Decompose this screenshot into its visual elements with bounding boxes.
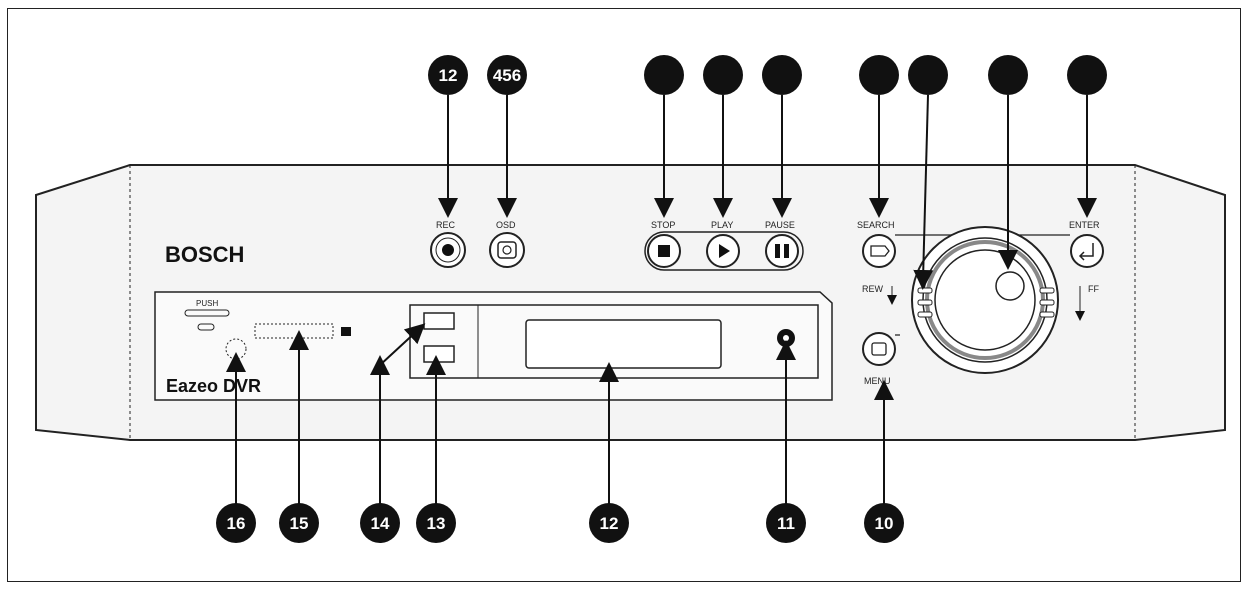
callout-top-4 <box>703 55 743 95</box>
callout-bottom-11-number: 11 <box>777 514 795 533</box>
callout-top-7 <box>908 55 948 95</box>
callout-top-9 <box>1067 55 1107 95</box>
play-button[interactable] <box>706 234 740 268</box>
callout-bottom-12 <box>589 503 629 543</box>
figure-frame <box>7 8 1241 582</box>
push-button[interactable] <box>197 323 215 331</box>
callout-top-6 <box>859 55 899 95</box>
callout-top-2 <box>487 55 527 95</box>
status-led-top <box>423 312 455 330</box>
stop-button[interactable] <box>647 234 681 268</box>
callout-bottom-16-number: 16 <box>227 514 246 533</box>
enter-icon <box>1078 243 1094 261</box>
callout-bottom-15-number: 15 <box>290 514 309 533</box>
callout-top-3 <box>644 55 684 95</box>
stop-icon <box>658 245 670 257</box>
menu-button[interactable] <box>862 332 896 366</box>
stop-label: STOP <box>651 220 675 230</box>
pause-icon <box>775 244 780 258</box>
callout-bottom-10-number: 10 <box>875 514 894 533</box>
push-slot[interactable] <box>184 309 230 317</box>
menu-icon <box>871 342 887 356</box>
search-icon <box>870 245 890 257</box>
enter-button[interactable] <box>1070 234 1104 268</box>
callout-top-2-number: 456 <box>493 66 521 85</box>
callout-top-1 <box>428 55 468 95</box>
enter-label: ENTER <box>1069 220 1100 230</box>
callout-top-1-number: 12 <box>439 66 458 85</box>
callout-bottom-10 <box>864 503 904 543</box>
rec-label: REC <box>436 220 456 230</box>
card-slot[interactable] <box>254 323 334 339</box>
ir-sensor <box>225 338 247 360</box>
callout-bottom-14 <box>360 503 400 543</box>
transport-group <box>644 231 804 271</box>
callout-top-5 <box>762 55 802 95</box>
callout-top-8 <box>988 55 1028 95</box>
model-label: Eazeo DVR <box>166 376 261 396</box>
record-icon <box>442 244 454 256</box>
callout-bottom-15 <box>279 503 319 543</box>
search-button[interactable] <box>862 234 896 268</box>
card-led <box>341 327 351 336</box>
osd-button[interactable] <box>489 232 525 268</box>
status-led-bottom <box>423 345 455 363</box>
search-label: SEARCH <box>857 220 895 230</box>
lcd-display <box>525 319 722 369</box>
rec-button[interactable] <box>430 232 466 268</box>
pause-button[interactable] <box>765 234 799 268</box>
jog-knob[interactable] <box>995 271 1025 301</box>
callout-bottom-14-number: 14 <box>371 514 390 533</box>
callouts-bottom: 16 15 14 13 12 11 10 <box>216 503 904 543</box>
front-flap <box>154 291 833 401</box>
play-icon <box>719 244 730 258</box>
callout-bottom-11 <box>766 503 806 543</box>
play-label: PLAY <box>711 220 733 230</box>
brand-logo: BOSCH <box>165 242 244 267</box>
push-label: PUSH <box>196 299 218 308</box>
callouts-top: 12 456 <box>428 55 1107 95</box>
menu-label: MENU <box>864 376 891 386</box>
jog-shuttle-dial[interactable] <box>911 226 1059 374</box>
callout-bottom-12-number: 12 <box>600 514 619 533</box>
rew-label: REW <box>862 284 884 294</box>
osd-icon <box>497 241 517 259</box>
osd-label: OSD <box>496 220 516 230</box>
callout-bottom-13-number: 13 <box>427 514 446 533</box>
pause-label: PAUSE <box>765 220 795 230</box>
callout-bottom-13 <box>416 503 456 543</box>
callout-bottom-16 <box>216 503 256 543</box>
ff-label: FF <box>1088 284 1099 294</box>
jog-wheel[interactable] <box>934 249 1036 351</box>
